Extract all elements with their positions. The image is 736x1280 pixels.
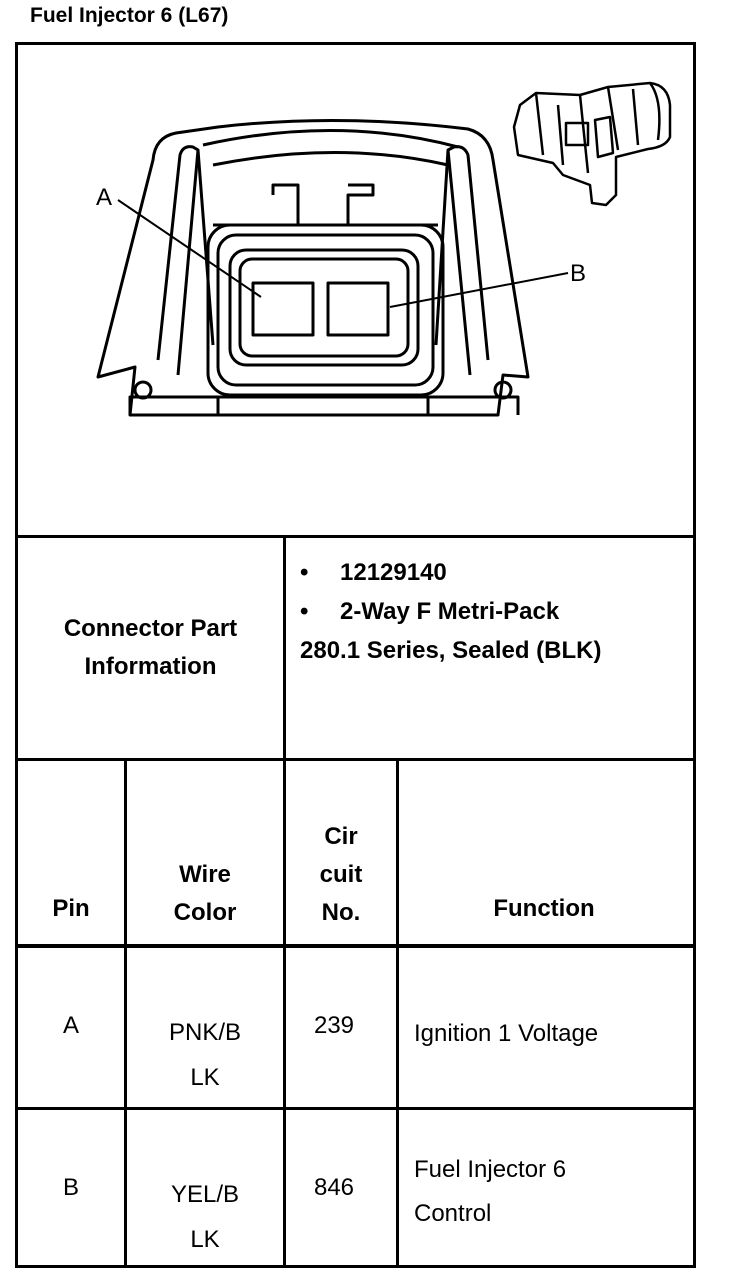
list-item: • 2-Way F Metri-Pack xyxy=(300,592,690,631)
row-a-function: Ignition 1 Voltage xyxy=(414,1012,694,1056)
divider xyxy=(15,1107,696,1110)
page-title: Fuel Injector 6 (L67) xyxy=(30,4,229,27)
header-wire-line: Color xyxy=(173,899,237,926)
list-item: • 12129140 xyxy=(300,553,690,592)
function-line: Ignition 1 Voltage xyxy=(414,1020,599,1047)
connector-info-label-line: Information xyxy=(84,653,217,680)
bullet-icon: • xyxy=(300,598,309,625)
wire-color-line: YEL/B xyxy=(170,1181,240,1208)
row-b-pin: B xyxy=(62,1174,79,1201)
wire-color-line: PNK/B xyxy=(168,1019,242,1046)
function-line: Control xyxy=(414,1200,492,1227)
header-circuit-line: cuit xyxy=(319,861,363,888)
wire-color-line: LK xyxy=(190,1064,220,1091)
row-a-pin: A xyxy=(62,1012,79,1039)
row-b-wire-color: YEL/B LK xyxy=(127,1172,283,1262)
function-line: Fuel Injector 6 xyxy=(414,1156,567,1183)
table-frame xyxy=(15,42,696,1268)
header-wire-color: Wire Color xyxy=(127,856,283,932)
bullet-icon: • xyxy=(300,559,309,586)
header-circuit-no: Cir cuit No. xyxy=(286,818,396,932)
pin-b-label: B xyxy=(570,260,586,287)
divider xyxy=(15,758,696,761)
connector-info-details: • 12129140 • 2-Way F Metri-Pack 280.1 Se… xyxy=(300,553,690,670)
row-a-circuit: 239 xyxy=(313,1012,355,1039)
connector-info-label: Connector Part Information xyxy=(18,538,283,758)
pin-a-label: A xyxy=(96,184,112,211)
row-a-wire-color: PNK/B LK xyxy=(127,1010,283,1100)
connector-type: 2-Way F Metri-Pack xyxy=(340,598,560,625)
connector-diagram: A B xyxy=(96,81,672,417)
header-circuit-line: No. xyxy=(321,899,361,926)
divider xyxy=(124,758,127,1268)
part-number: 12129140 xyxy=(340,559,447,586)
header-function: Function xyxy=(493,895,595,922)
row-b-circuit: 846 xyxy=(313,1174,355,1201)
wire-color-line: LK xyxy=(190,1226,220,1253)
header-wire-line: Wire xyxy=(179,861,231,888)
connector-info-label-line: Connector Part xyxy=(63,615,238,642)
divider xyxy=(15,944,696,948)
header-pin: Pin xyxy=(52,895,90,922)
divider xyxy=(396,758,399,1268)
header-circuit-line: Cir xyxy=(324,823,358,850)
divider xyxy=(15,535,696,538)
connector-series: 280.1 Series, Sealed (BLK) xyxy=(300,637,602,664)
row-b-function: Fuel Injector 6 Control xyxy=(414,1148,694,1236)
divider xyxy=(283,535,286,1268)
